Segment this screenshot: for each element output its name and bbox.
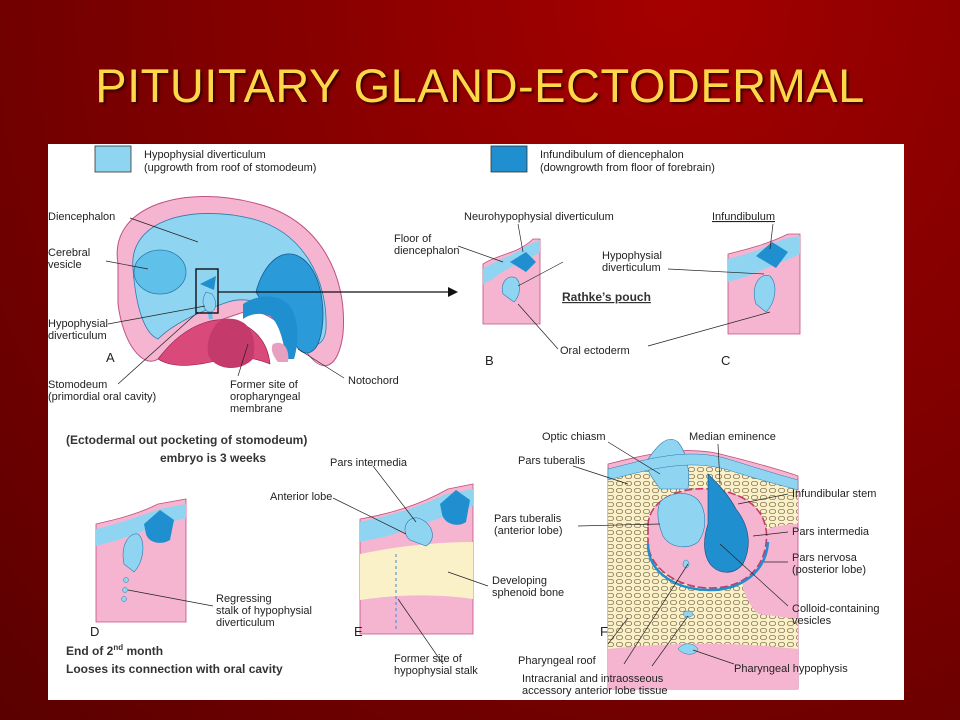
label-anterior-lobe: Anterior lobe (270, 491, 332, 503)
panel-letter-a: A (106, 350, 115, 365)
pituitary-diagram: Hypophysial diverticulum (upgrowth from … (48, 145, 879, 697)
panel-letter-b: B (485, 353, 494, 368)
label-hypophysial-diverticulum-a-1: Hypophysial (48, 318, 108, 330)
label-pars-intermedia-e: Pars intermedia (330, 457, 408, 469)
label-optic-chiasm: Optic chiasm (542, 431, 606, 443)
label-former-site-3: membrane (230, 403, 283, 415)
panel-letter-f: F (600, 624, 608, 639)
label-infundibular-stem: Infundibular stem (792, 488, 876, 500)
panel-f-leaders (572, 441, 789, 667)
panel-bc-leaders (457, 223, 774, 350)
legend-swatch-infundibulum (490, 145, 528, 173)
label-hypophysial-diverticulum-a-2: diverticulum (48, 330, 107, 342)
label-intracranial-2: accessory anterior lobe tissue (522, 685, 668, 697)
note-embryo-weeks: embryo is 3 weeks (160, 451, 266, 465)
panel-d-section (95, 498, 187, 623)
label-former-stalk-1: Former site of (394, 653, 463, 665)
label-cerebral-vesicle-2: vesicle (48, 259, 82, 271)
label-former-stalk-2: hypophysial stalk (394, 665, 478, 677)
label-stomodeum-2: (primordial oral cavity) (48, 391, 156, 403)
label-regressing-3: diverticulum (216, 617, 275, 629)
legend-infundibulum-sub: (downgrowth from floor of forebrain) (540, 162, 715, 174)
label-regressing-2: stalk of hypophysial (216, 605, 312, 617)
label-pars-intermedia-f: Pars intermedia (792, 526, 870, 538)
label-pharyngeal-hypophysis: Pharyngeal hypophysis (734, 663, 848, 675)
label-developing-sphenoid-2: sphenoid bone (492, 587, 564, 599)
label-pars-tuberalis: Pars tuberalis (518, 455, 586, 467)
label-cerebral-vesicle-1: Cerebral (48, 247, 90, 259)
panel-f-section (607, 438, 799, 690)
legend-hypophysial-sub: (upgrowth from roof of stomodeum) (144, 162, 316, 174)
label-colloid-vesicles-2: vesicles (792, 615, 832, 627)
label-developing-sphenoid-1: Developing (492, 575, 547, 587)
panel-letter-e: E (354, 624, 363, 639)
label-diencephalon: Diencephalon (48, 211, 115, 223)
label-notochord: Notochord (348, 375, 399, 387)
label-pars-tuberalis-anterior-2: (anterior lobe) (494, 525, 562, 537)
label-colloid-vesicles-1: Colloid-containing (792, 603, 879, 615)
label-floor-diencephalon-2: diencephalon (394, 245, 459, 257)
label-stomodeum-1: Stomodeum (48, 379, 107, 391)
label-neurohypophysial: Neurohypophysial diverticulum (464, 211, 614, 223)
panel-c-section (727, 233, 801, 335)
label-infundibulum: Infundibulum (712, 211, 775, 223)
label-former-site-2: oropharyngeal (230, 391, 300, 403)
label-median-eminence: Median eminence (689, 431, 776, 443)
legend-swatch-hypophysial (94, 145, 132, 173)
zoom-arrow-head (448, 287, 458, 297)
label-pars-nervosa-2: (posterior lobe) (792, 564, 866, 576)
label-rathkes-pouch: Rathke’s pouch (562, 290, 651, 304)
label-regressing-1: Regressing (216, 593, 272, 605)
diagram-panel: Hypophysial diverticulum (upgrowth from … (48, 144, 904, 700)
panel-b-section (482, 238, 541, 325)
note-end-second-month: End of 2nd month (66, 643, 163, 658)
note-looses-connection: Looses its connection with oral cavity (66, 662, 283, 676)
panel-e-section (359, 483, 474, 635)
legend-infundibulum-label: Infundibulum of diencephalon (540, 149, 684, 161)
panel-letter-c: C (721, 353, 730, 368)
label-pars-tuberalis-anterior-1: Pars tuberalis (494, 513, 562, 525)
label-oral-ectoderm: Oral ectoderm (560, 345, 630, 357)
label-floor-diencephalon-1: Floor of (394, 233, 432, 245)
panel-a-leaders (105, 217, 345, 385)
label-pars-nervosa-1: Pars nervosa (792, 552, 858, 564)
legend-hypophysial-label: Hypophysial diverticulum (144, 149, 266, 161)
panel-de-leaders (127, 465, 489, 665)
note-ectodermal-outpocketing: (Ectodermal out pocketing of stomodeum) (66, 433, 307, 447)
panel-a-embryo (116, 196, 458, 369)
slide-title: PITUITARY GLAND-ECTODERMAL (95, 59, 865, 112)
panel-letter-d: D (90, 624, 99, 639)
panel-a-zoom-box (195, 268, 219, 314)
label-former-site-1: Former site of (230, 379, 299, 391)
label-pharyngeal-roof: Pharyngeal roof (518, 655, 597, 667)
label-hypophysial-diverticulum-b-1: Hypophysial (602, 250, 662, 262)
label-hypophysial-diverticulum-b-2: diverticulum (602, 262, 661, 274)
label-intracranial-1: Intracranial and intraosseous (522, 673, 664, 685)
